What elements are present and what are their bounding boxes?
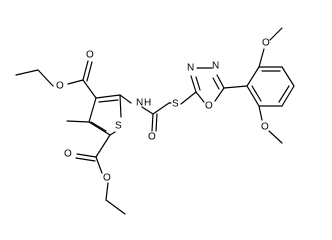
atom-n-oxadiazole-a: N	[187, 63, 194, 74]
bond-ester1-ether	[67, 79, 84, 85]
bond-methoxy-top-ch3	[269, 27, 283, 41]
bond-ester2-ether	[95, 156, 103, 174]
atom-s-thiophene: S	[115, 121, 122, 132]
atom-o-ester1-carbonyl: O	[86, 50, 94, 61]
atom-h-amide: H	[144, 98, 151, 109]
bond-ester1-carbonyl-b	[86, 61, 93, 82]
bond-oxd-n4-c5	[216, 74, 225, 89]
bond-ph-methoxy-bottom	[258, 105, 263, 121]
bond-ester2-o-ch2	[105, 182, 109, 201]
bond-ph-c3-c4	[281, 66, 295, 87]
bond-c2-ester2-carbon	[95, 134, 111, 158]
bond-methoxy-bottom-ch3	[268, 130, 283, 144]
atom-o-methoxy-top: O	[262, 38, 270, 49]
bond-oxadiazole-phenyl	[223, 85, 248, 89]
atom-n-oxadiazole-b: N	[212, 61, 219, 72]
atom-o-ester2-ether: O	[103, 173, 111, 184]
atom-o-amide: O	[148, 132, 156, 143]
atom-labels: O O O O N H O S S N N O O O	[56, 38, 270, 184]
bond-ph-c6-c1	[246, 85, 260, 107]
bond-ph-c6-c1-double	[251, 85, 262, 102]
bond-s1-c2	[109, 131, 116, 136]
bond-ph-c4-c5-double	[278, 85, 290, 103]
bond-c2-c3	[88, 121, 111, 136]
atom-o-ester2-carbonyl: O	[64, 149, 72, 160]
bond-c2-c3-double	[90, 121, 107, 132]
bond-c4-c5-double	[98, 99, 119, 103]
bond-oxd-n4-c5-double	[212, 77, 220, 90]
bond-ester2-carbonyl-a	[76, 153, 97, 158]
bond-ph-c4-c5	[281, 85, 295, 107]
bond-c4-c5	[95, 94, 121, 99]
atom-s-thioether: S	[172, 99, 179, 110]
bond-oxd-c5-o1	[214, 87, 225, 102]
bond-s-oxadiazole	[180, 91, 197, 105]
bond-c3-methyl	[66, 120, 90, 123]
bond-oxd-c2-n3-double	[195, 76, 201, 91]
bond-c5-s1	[119, 94, 122, 118]
bond-amide-carbon-ch2	[152, 102, 170, 115]
atom-o-oxadiazole: O	[205, 101, 213, 112]
bond-c5-n	[119, 94, 132, 104]
bond-ester2-carbonyl-b	[75, 157, 96, 162]
bond-oxd-c2-n3	[190, 75, 197, 93]
bonds	[15, 27, 295, 215]
chemical-structure-diagram: O O O O N H O S S N N O O O	[15, 27, 295, 215]
molecule-svg: O O O O N H O S S N N O O O	[15, 27, 295, 215]
bond-amide-carbonyl-a	[151, 113, 154, 132]
bond-ester1-o-ch2	[37, 69, 54, 87]
bond-ester1-carbonyl-a	[82, 60, 89, 81]
bond-oxd-o1-c2	[195, 91, 205, 103]
bond-ph-c1-c2	[246, 66, 260, 87]
bond-ester2-ch2-ch3	[105, 199, 126, 215]
bond-c3-c4	[88, 97, 97, 123]
bond-n-amide-carbon	[141, 106, 154, 115]
atom-n-amide: N	[136, 98, 143, 109]
atom-o-ester1-ether: O	[56, 81, 64, 92]
bond-amide-carbonyl-b	[155, 113, 158, 132]
atom-o-methoxy-bottom: O	[261, 122, 269, 133]
bond-ph-methoxy-top	[258, 48, 265, 68]
bond-c4-ester1-carbon	[82, 79, 97, 99]
bond-ester1-ch2-ch3	[15, 69, 39, 76]
